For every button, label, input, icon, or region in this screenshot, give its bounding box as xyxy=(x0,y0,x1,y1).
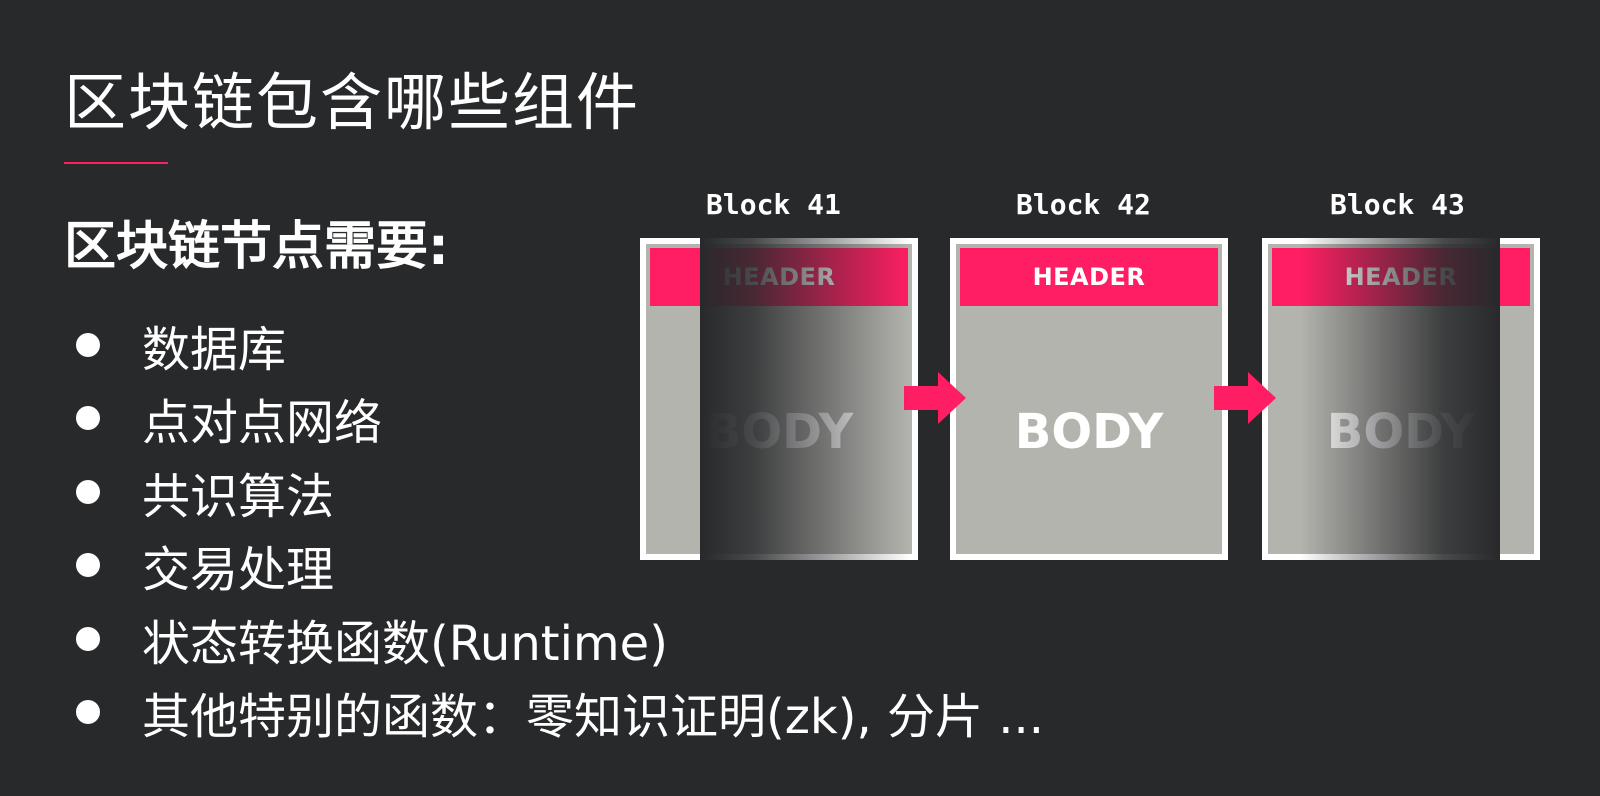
bullet-dot-icon xyxy=(76,332,100,357)
list-item: 其他特别的函数：零知识证明(zk), 分片 ... xyxy=(76,676,1044,750)
block-header: HEADER xyxy=(1272,248,1530,306)
list-item-text: 交易处理 xyxy=(142,542,335,599)
list-item: 点对点网络 xyxy=(76,382,1044,456)
block-body: BODY xyxy=(650,314,908,550)
block-label: Block 41 xyxy=(706,188,841,221)
list-item-text: 其他特别的函数：零知识证明(zk), 分片 ... xyxy=(142,689,1044,746)
block-header: HEADER xyxy=(960,248,1218,306)
block-label: Block 43 xyxy=(1330,188,1465,221)
arrow-right-icon xyxy=(1214,372,1276,424)
bullet-dot-icon xyxy=(76,479,100,504)
arrow-right-icon xyxy=(904,372,966,424)
block-header: HEADER xyxy=(650,248,908,306)
block-42: HEADER BODY xyxy=(950,238,1228,560)
list-item: 数据库 xyxy=(76,308,1044,382)
block-43: HEADER BODY xyxy=(1262,238,1540,560)
list-item: 共识算法 xyxy=(76,455,1044,529)
blockchain-diagram: Block 41 HEADER BODY Block 42 HEADER BOD… xyxy=(640,180,1540,580)
title-underline xyxy=(64,162,168,164)
block-label: Block 42 xyxy=(1016,188,1151,221)
bullet-dot-icon xyxy=(76,553,100,578)
list-item: 状态转换函数(Runtime) xyxy=(76,602,1044,676)
slide-title: 区块链包含哪些组件 xyxy=(64,66,641,139)
list-item-text: 共识算法 xyxy=(142,468,335,525)
bullet-list: 数据库 点对点网络 共识算法 交易处理 状态转换函数(Runtime) 其他特别… xyxy=(76,308,1044,749)
list-item-text: 状态转换函数(Runtime) xyxy=(142,615,668,672)
slide-subtitle: 区块链节点需要: xyxy=(64,217,449,277)
list-item-text: 点对点网络 xyxy=(142,395,383,452)
list-item-text: 数据库 xyxy=(142,321,287,378)
bullet-dot-icon xyxy=(76,406,100,431)
bullet-dot-icon xyxy=(76,700,100,725)
list-item: 交易处理 xyxy=(76,529,1044,603)
block-body: BODY xyxy=(960,314,1218,550)
bullet-dot-icon xyxy=(76,626,100,651)
block-body: BODY xyxy=(1272,314,1530,550)
block-41: HEADER BODY xyxy=(640,238,918,560)
